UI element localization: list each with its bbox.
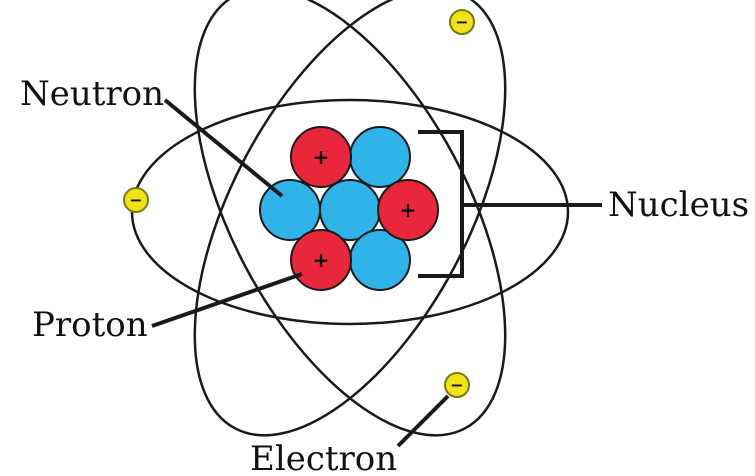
leader-lines [151,98,602,448]
electron-signs: − − − [129,13,468,395]
proton-plus-sign: + [400,198,417,222]
proton-particle [290,229,352,291]
electron-particle [449,9,475,35]
electron-minus-sign: − [450,376,463,395]
proton-particle [377,179,439,241]
electron-label: Electron [250,439,397,476]
proton-plus-sign: + [313,248,330,272]
neutron-leader-line [163,98,284,198]
electrons [123,9,475,398]
proton-label: Proton [32,305,148,345]
neutron-particle [349,126,411,188]
electron-particle [444,372,470,398]
proton-leader-line [151,272,303,328]
orbit-tilted-right [193,0,507,437]
nucleus [259,126,439,291]
proton-plus-sign: + [313,145,330,169]
electron-minus-sign: − [455,13,468,32]
neutron-label: Neutron [20,74,164,114]
nucleus-label: Nucleus [608,185,749,225]
electron-particle [123,187,149,213]
electron-leader-line [396,394,450,448]
proton-signs: + + + [313,145,417,272]
proton-particle [290,126,352,188]
orbit-tilted-left [193,0,507,437]
electron-minus-sign: − [129,191,142,210]
